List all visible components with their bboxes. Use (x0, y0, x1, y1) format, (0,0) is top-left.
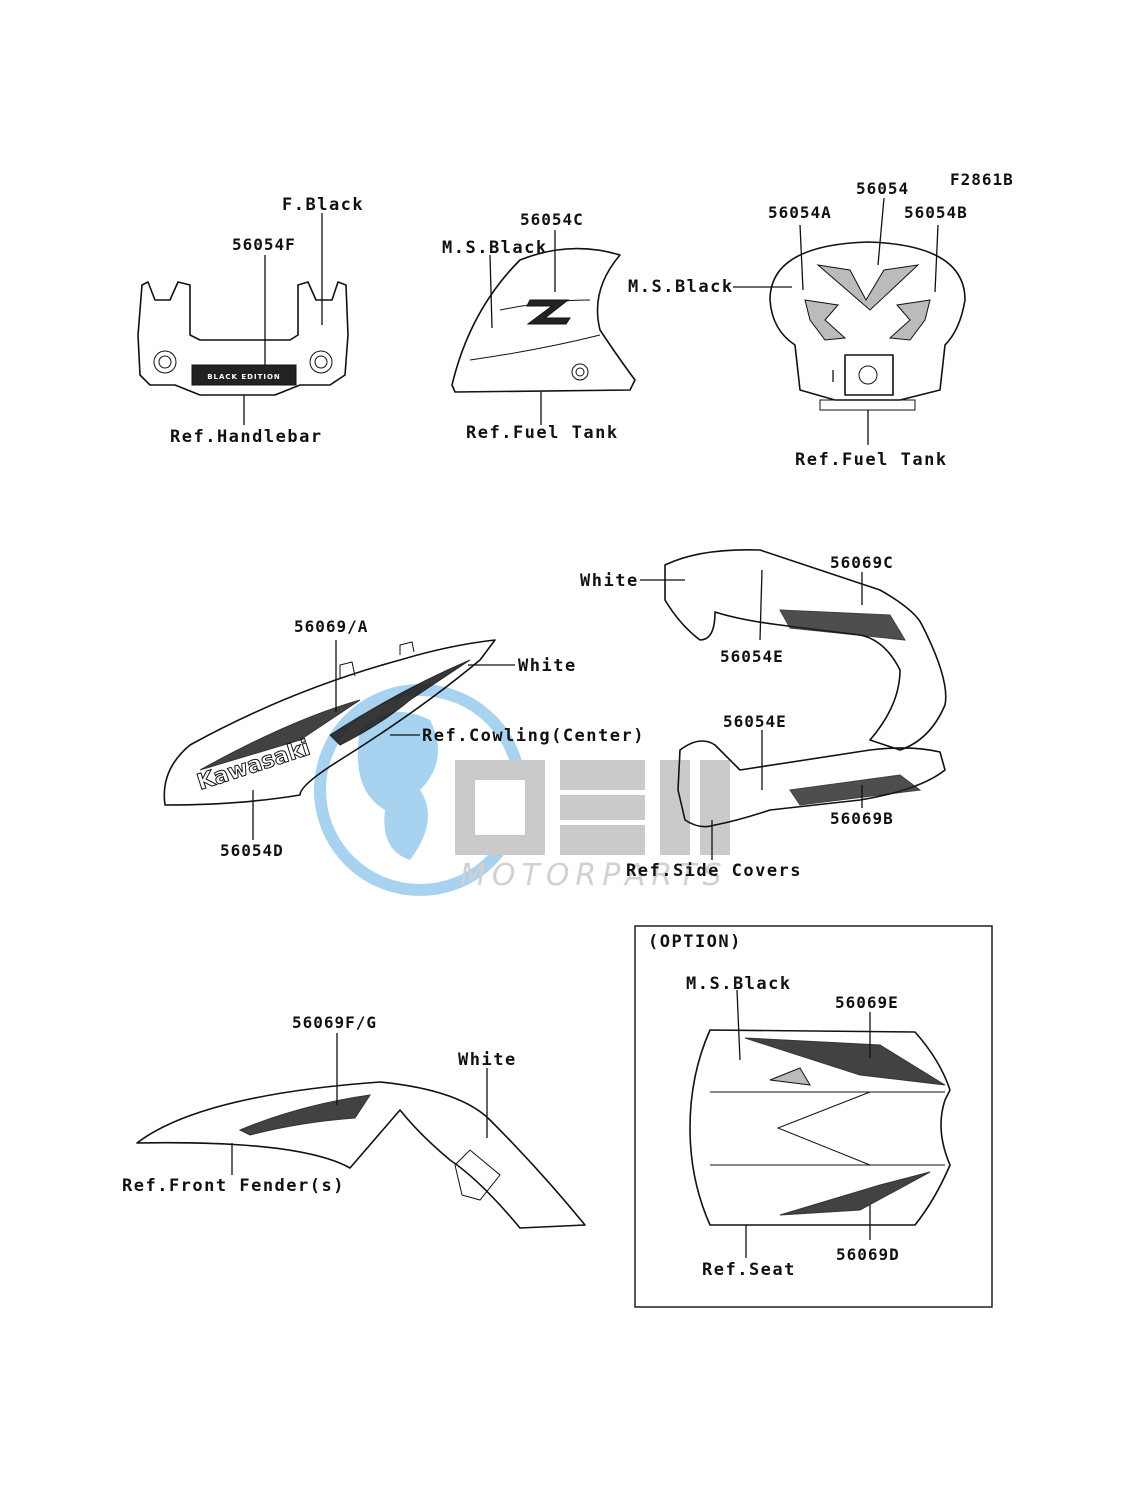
z-emblem (526, 299, 571, 325)
label-56069E: 56069E (835, 993, 899, 1012)
label-ref-cowling: Ref.Cowling(Center) (422, 726, 645, 746)
front-fender-shape (136, 1081, 586, 1229)
label-56054: 56054 (856, 179, 909, 198)
fuel-cap (844, 354, 894, 396)
handlebar-emblem-text: BLACK EDITION (207, 373, 281, 381)
label-56054D: 56054D (220, 841, 284, 860)
side-cover-top-shape (664, 548, 947, 751)
label-56069A: 56069/A (294, 617, 368, 636)
label-56069B: 56069B (830, 809, 894, 828)
label-56054E-top: 56054E (720, 647, 784, 666)
label-ref-seat: Ref.Seat (702, 1260, 796, 1280)
handlebar-emblem (191, 364, 297, 386)
label-56054B: 56054B (904, 203, 968, 222)
label-white-fender: White (458, 1050, 517, 1070)
label-ref-fuel-tank-side: Ref.Fuel Tank (466, 423, 619, 443)
option-group: (OPTION) M.S.Black 56069E 56069D Ref.Sea… (634, 925, 993, 1308)
label-56054F: 56054F (232, 235, 296, 254)
watermark-continents (357, 712, 438, 860)
label-56069D: 56069D (836, 1245, 900, 1264)
label-ref-front-fender: Ref.Front Fender(s) (122, 1176, 345, 1196)
fuel-tank-side-group: 56054C M.S.Black Ref.Fuel Tank (442, 210, 636, 443)
label-ms-black-side: M.S.Black (442, 238, 548, 258)
front-fender-group: 56069F/G White Ref.Front Fender(s) (122, 1013, 586, 1229)
handlebar-bolt-right (309, 350, 333, 374)
label-ms-black-top: M.S.Black (628, 277, 734, 297)
side-covers-group: White 56069C 56054E 56054E 56069B Ref.Si… (580, 548, 947, 881)
handlebar-bolt-left (153, 350, 177, 374)
fuel-tank-side-shape (451, 247, 636, 393)
label-f-black: F.Black (282, 195, 364, 215)
option-title: (OPTION) (648, 932, 742, 952)
watermark: MOTORPARTS (314, 684, 730, 896)
label-white-sidecover: White (580, 571, 639, 591)
fuel-tank-top-group: 56054 56054A 56054B M.S.Black Ref.Fuel T… (628, 179, 968, 470)
cowling-shape (163, 639, 496, 806)
handlebar-group: BLACK EDITION 56054F F.Black Ref.Handleb… (137, 195, 364, 447)
option-frame (634, 925, 993, 1308)
label-ref-handlebar: Ref.Handlebar (170, 427, 323, 447)
label-56069C: 56069C (830, 553, 894, 572)
label-ms-black-option: M.S.Black (686, 974, 792, 994)
label-56054C: 56054C (520, 210, 584, 229)
label-56054E-bottom: 56054E (723, 712, 787, 731)
label-ref-fuel-tank-top: Ref.Fuel Tank (795, 450, 948, 470)
fuel-tank-top-shape (769, 241, 966, 401)
label-white-cowling: White (518, 656, 577, 676)
label-56054A: 56054A (768, 203, 832, 222)
figure-code: F2861B (950, 170, 1014, 189)
label-ref-side-covers: Ref.Side Covers (626, 861, 802, 881)
seat-cowl-shape (689, 1029, 951, 1226)
handlebar-cover-shape (137, 281, 349, 396)
label-56069FG: 56069F/G (292, 1013, 377, 1032)
watermark-sub: MOTORPARTS (460, 858, 728, 893)
